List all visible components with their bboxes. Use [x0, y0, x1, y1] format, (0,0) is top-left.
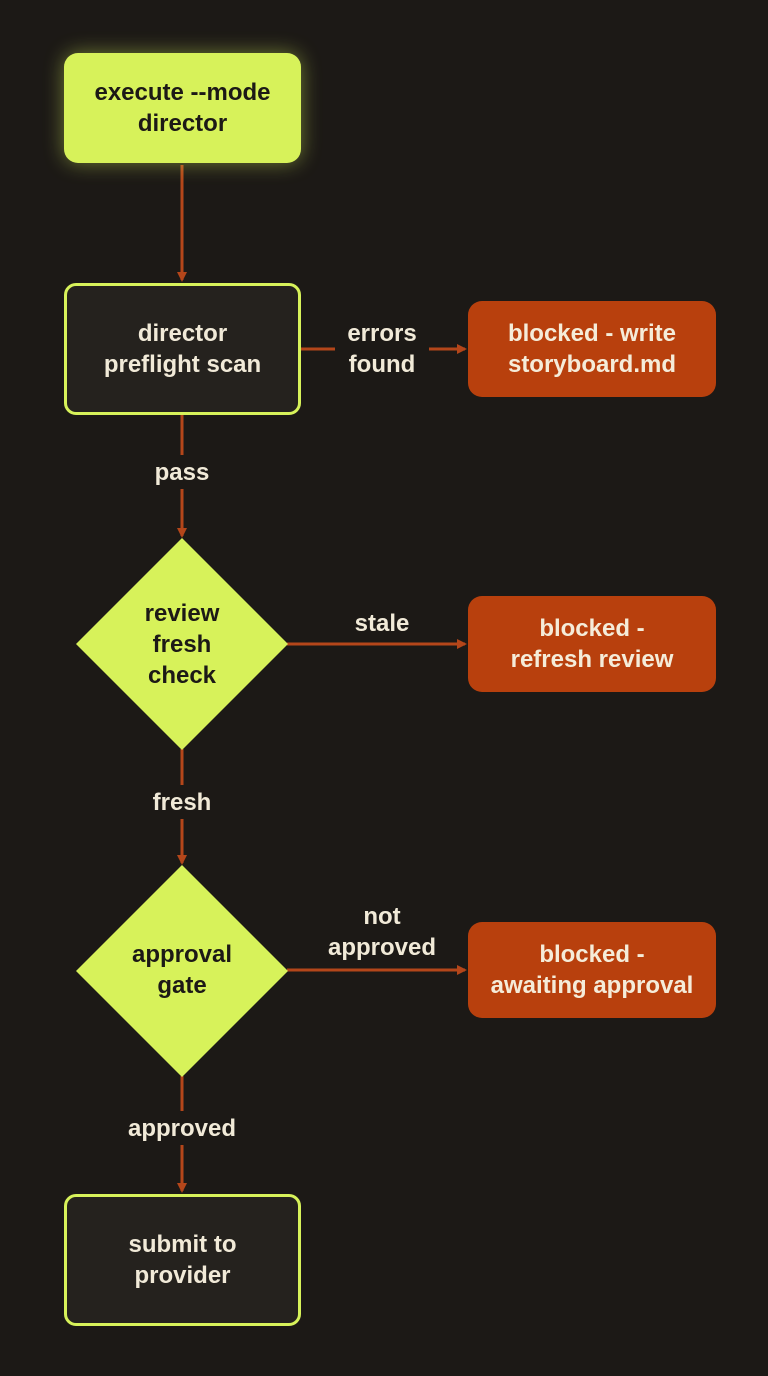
edge-label-approved: approved [120, 1111, 244, 1145]
node-blocked-storyboard-label: blocked - write storyboard.md [507, 320, 677, 378]
node-blocked-approval-label: blocked - awaiting approval [490, 941, 694, 999]
edge-label-fresh: fresh [141, 785, 223, 819]
node-submit-to-provider: submit to provider [64, 1194, 301, 1326]
node-blocked-write-storyboard: blocked - write storyboard.md [468, 301, 716, 397]
node-blocked-refresh-review: blocked - refresh review [468, 596, 716, 692]
node-blocked-refresh-label: blocked - refresh review [510, 615, 674, 673]
edge-label-pass: pass [144, 455, 220, 489]
node-blocked-awaiting-approval: blocked - awaiting approval [468, 922, 716, 1018]
node-submit-label: submit to provider [128, 1231, 237, 1289]
node-start-label: execute --mode director [94, 79, 271, 137]
decision-diamond-review-check [76, 538, 288, 750]
node-preflight-label: director preflight scan [103, 320, 262, 378]
node-director-preflight-scan: director preflight scan [64, 283, 301, 415]
decision-diamond-approval-gate [76, 865, 288, 1077]
edge-label-not-approved: not approved [327, 903, 437, 961]
node-start-execute-director: execute --mode director [64, 53, 301, 163]
edge-label-errors-found: errors found [335, 316, 429, 382]
edge-label-stale: stale [343, 607, 421, 639]
